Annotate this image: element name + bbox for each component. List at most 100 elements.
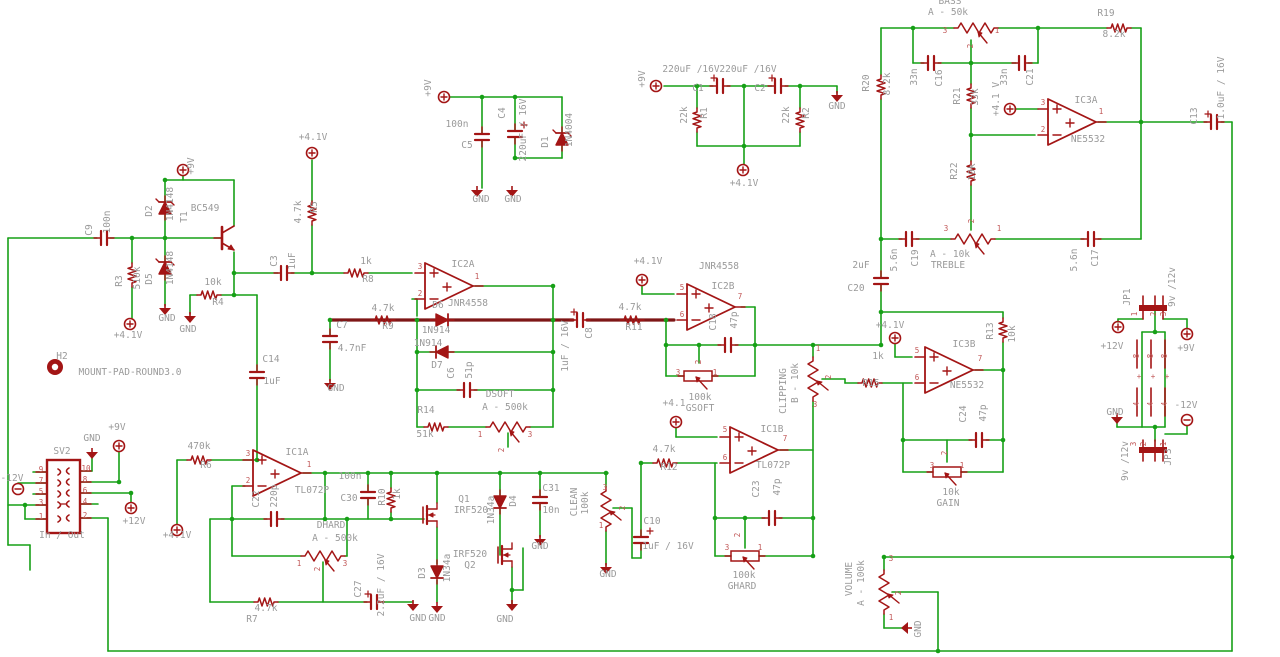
part-label: 5.6n: [1069, 249, 1080, 272]
part-label: IC3B: [953, 339, 976, 350]
part-label: 1k: [872, 351, 884, 362]
part-label: JNR4558: [699, 261, 739, 272]
part-label: C8: [584, 327, 595, 339]
part-label: C17: [1090, 249, 1101, 266]
path: [57, 490, 62, 498]
resistor-symbol: [966, 160, 976, 186]
gnd-symbol: [471, 186, 483, 197]
part-label: 1N34a: [486, 496, 497, 525]
part-label: 100n: [446, 119, 469, 130]
pin-number-label: 2: [313, 567, 322, 572]
part-label: GND: [828, 101, 845, 112]
pin-number-label: 6: [680, 310, 685, 319]
part-label: IRF520: [453, 549, 488, 560]
part-label: GND: [158, 313, 175, 324]
opamp-symbol: [924, 346, 974, 394]
path: [695, 376, 701, 383]
pin-number-label: 1: [758, 543, 763, 552]
pin-number-label: 2: [733, 533, 742, 538]
junction-dot: [365, 470, 371, 476]
part-label: R6: [200, 460, 212, 471]
mount-pad-hole: [51, 363, 59, 371]
part-label: C24: [958, 405, 969, 422]
resistor-symbol: [692, 107, 702, 133]
supply-plus-icon: [176, 163, 190, 177]
pin-number-label: 1: [599, 521, 604, 530]
part-label: DSOFT: [486, 389, 515, 400]
path: [944, 472, 950, 479]
potentiometer-symbol: [953, 22, 999, 34]
pin-number-label: 4: [1132, 401, 1141, 406]
junction-dot: [414, 387, 420, 393]
junction-dot: [537, 470, 543, 476]
part-label: -12V: [1175, 400, 1198, 411]
part-label: +12V: [123, 516, 146, 527]
pin-number-label: 2: [940, 451, 949, 456]
part-label: A - 500k: [312, 533, 358, 544]
part-label: C31: [542, 483, 559, 494]
junction-dot: [1152, 329, 1158, 335]
pin-number-label: 3: [944, 224, 949, 233]
path: [65, 514, 70, 522]
part-label: +4.1V: [114, 330, 143, 341]
part-label: BASS: [939, 0, 962, 7]
part-label: +4.1V: [163, 530, 192, 541]
supply-plus-icon: [649, 79, 663, 93]
junction-dot: [327, 317, 333, 323]
supply-plus-icon: [437, 90, 451, 104]
part-label: H2: [56, 351, 67, 362]
part-label: 4.7k: [653, 444, 676, 455]
part-label: 1k: [360, 256, 372, 267]
supply-plus-icon: [170, 523, 184, 537]
path: [742, 556, 748, 563]
pin-number-label: 6: [723, 453, 728, 462]
part-label: VOLUME: [844, 562, 855, 597]
part-label: D3: [417, 567, 428, 578]
junction-dot: [309, 270, 315, 276]
opamp-symbol: [729, 426, 779, 474]
junction-dot: [742, 515, 748, 521]
pin-number-label: 3: [1041, 98, 1046, 107]
part-label: Q2: [464, 560, 475, 571]
junction-dot: [638, 460, 644, 466]
pin-number-label: 8: [1160, 353, 1169, 358]
junction-dot: [344, 516, 350, 522]
junction-dot: [741, 83, 747, 89]
part-label: 4.7k: [372, 303, 395, 314]
path: [65, 467, 70, 475]
part-label: -12V: [1, 473, 24, 484]
junction-dot: [900, 437, 906, 443]
part-label: R12: [660, 462, 677, 473]
pin-number-label: 6: [83, 486, 88, 495]
part-label: C5: [461, 140, 472, 151]
part-label: GND: [1106, 407, 1123, 418]
part-label: T1: [179, 211, 190, 223]
part-label: 5.6n: [889, 249, 900, 272]
part-label: GSOFT: [686, 403, 715, 414]
supply-plus-icon: [1180, 327, 1194, 341]
gnd-symbol: [506, 600, 518, 611]
pin-number-label: 5: [723, 425, 728, 434]
potentiometer-symbol: [600, 486, 612, 532]
part-label: 10k: [1007, 325, 1018, 342]
part-label: +4.1V: [730, 178, 759, 189]
line: [155, 258, 160, 263]
part-label: R14: [417, 405, 434, 416]
part-label: C16: [934, 69, 945, 86]
part-label: 1N914: [414, 338, 443, 349]
part-label: +4.1V: [299, 132, 328, 143]
pin-number-label: +: [1151, 372, 1156, 381]
junction-dot: [434, 470, 440, 476]
pin-number-label: 1: [1130, 312, 1139, 317]
part-label: 1N4004: [564, 113, 575, 148]
junction-dot: [1138, 119, 1144, 125]
pin-number-label: 2: [246, 476, 251, 485]
part-label: C23: [751, 480, 762, 497]
pin-number-label: 4: [1146, 401, 1155, 406]
part-label: 1uF: [263, 376, 280, 387]
part-label: 9v /12v: [1167, 267, 1178, 307]
connector-box: [45, 458, 82, 535]
part-label: C14: [262, 354, 279, 365]
pin-number-label: 8: [83, 475, 88, 484]
pin-number-label: 3: [676, 368, 681, 377]
